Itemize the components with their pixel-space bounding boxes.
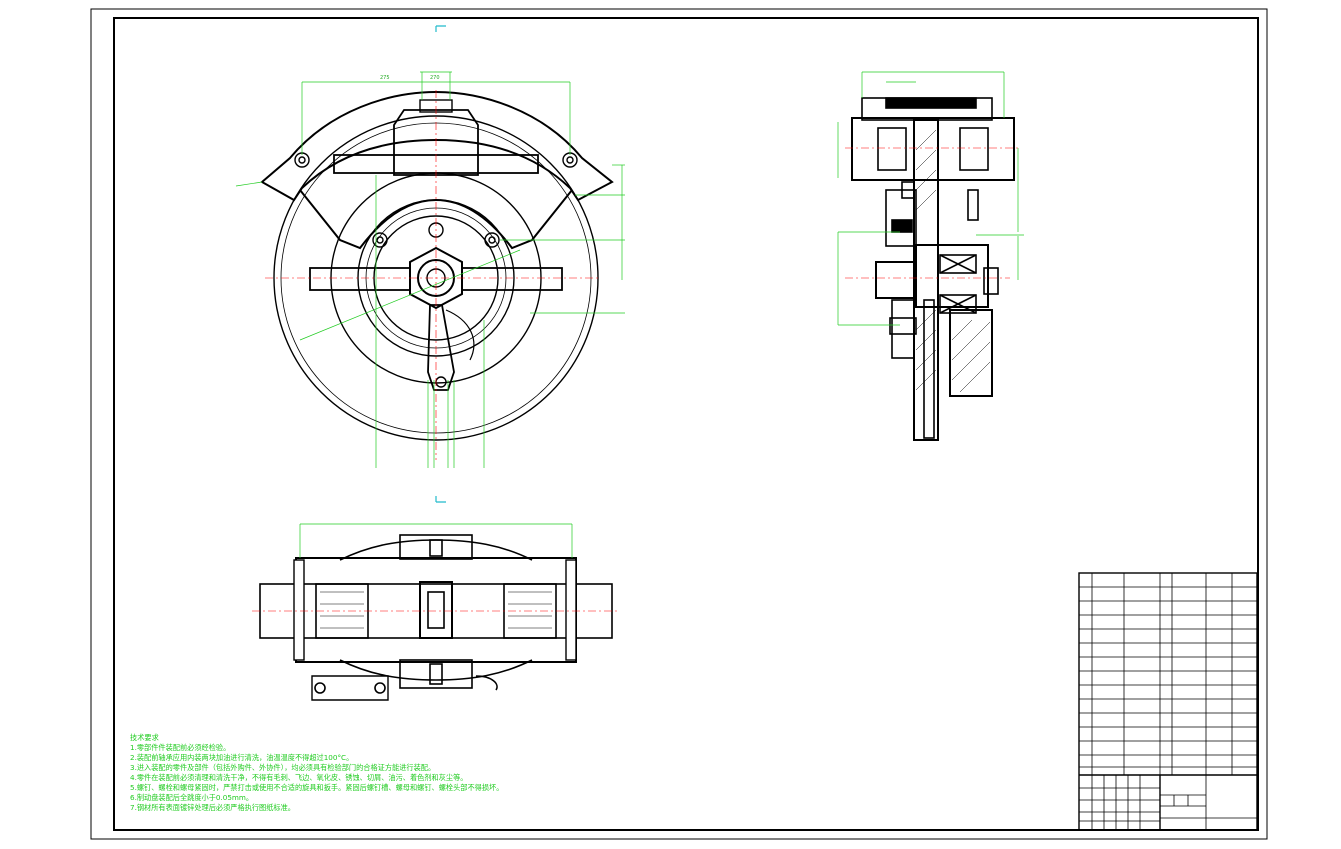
technical-requirements: 技术要求 1.零部件件装配前必须经检验。 2.装配前轴承应用内装两块加油进行清洗… <box>130 733 690 813</box>
parts-list <box>1078 572 1258 831</box>
note-item: 5.螺钉、螺栓和螺母紧固时，严禁打击或使用不合适的旋具和扳手。紧固后螺钉槽、螺母… <box>130 783 504 792</box>
note-item: 7.钢材所有表面镀锌处理后必须严格执行图纸标准。 <box>130 803 295 812</box>
note-item: 2.装配前轴承应用内装两块加油进行清洗，油温温度不得超过100°C。 <box>130 753 354 762</box>
front-view <box>260 90 614 441</box>
note-item: 3.进入装配的零件及部件（包括外购件、外协件），均必须具有检验部门的合格证方能进… <box>130 763 436 772</box>
inner-frame <box>113 17 1259 831</box>
svg-text:275: 275 <box>380 75 390 81</box>
side-view <box>851 97 1015 441</box>
top-view <box>259 534 613 701</box>
note-item: 1.零部件件装配前必须经检验。 <box>130 743 231 752</box>
svg-text:270: 270 <box>430 75 440 81</box>
outer-frame <box>90 8 1268 840</box>
note-item: 6.制动盘装配后全跳度小于0.05mm。 <box>130 793 254 802</box>
note-item: 4.零件在装配前必须清理和清洗干净，不得有毛刺、飞边、氧化皮、锈蚀、切屑、油污、… <box>130 773 468 782</box>
notes-heading: 技术要求 <box>130 733 159 742</box>
